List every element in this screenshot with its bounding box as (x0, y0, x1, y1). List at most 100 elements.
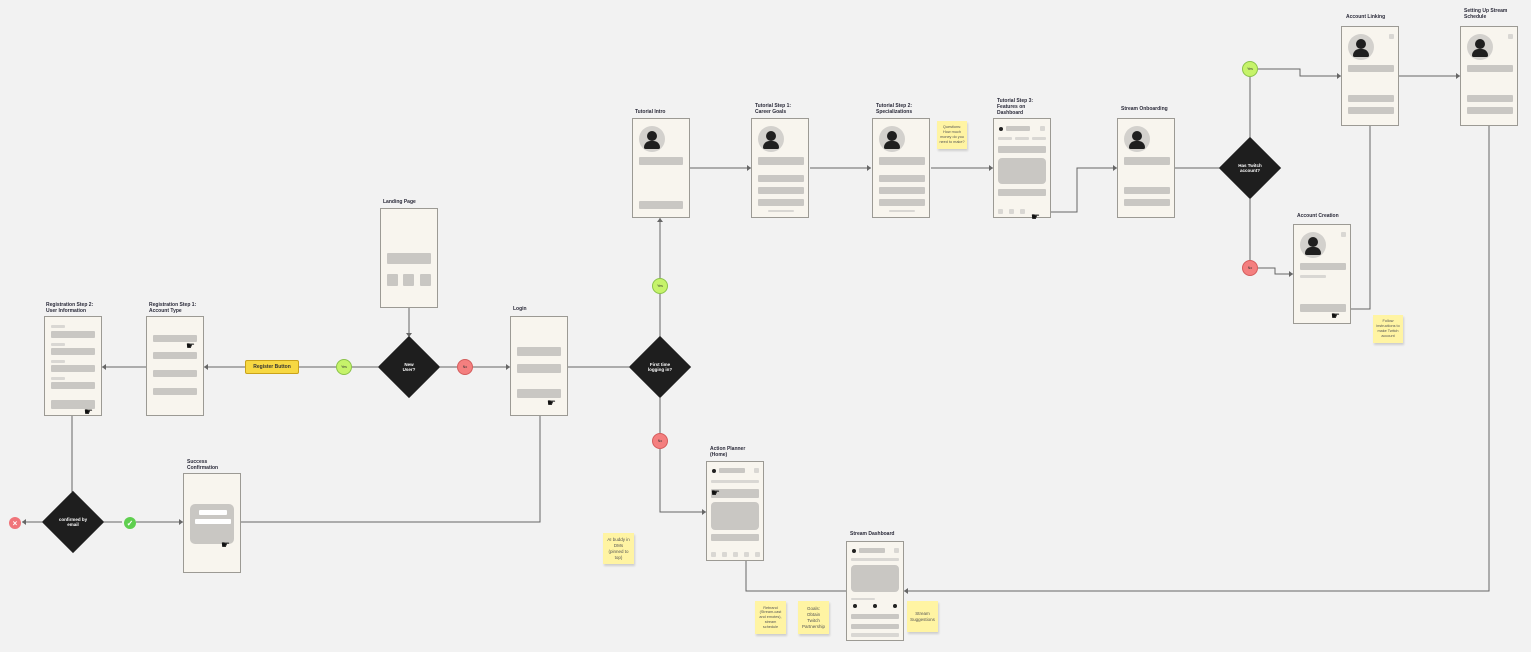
menu-icon (754, 468, 759, 473)
avatar-dot (873, 604, 877, 608)
pointer-hand-icon: ☛ (711, 488, 720, 499)
frame-title-account-creation: Account Creation (1297, 213, 1339, 219)
avatar-icon (1124, 126, 1150, 152)
card (998, 189, 1046, 196)
option (758, 175, 804, 182)
tutorial-step-1-frame[interactable] (751, 118, 809, 218)
yes-pill: Yes (1242, 61, 1258, 77)
option (1467, 95, 1513, 102)
option (879, 175, 925, 182)
decision-label: Has Twitch account? (1238, 162, 1262, 174)
frame-title-stream-onboarding: Stream Onboarding (1121, 106, 1168, 112)
avatar-icon (879, 126, 905, 152)
progress (768, 210, 794, 212)
frame-title-tutorial-step-2: Tutorial Step 2: Specializations (876, 103, 913, 115)
sticky-note-follow-instructions: Follow instructions to make Twitch accou… (1373, 315, 1403, 343)
text-line (851, 598, 875, 600)
option (758, 199, 804, 206)
pointer-hand-icon: ☛ (547, 398, 556, 409)
account-linking-frame[interactable] (1341, 26, 1399, 126)
decision-label: First time logging in? (647, 361, 673, 373)
card (711, 489, 759, 498)
sticky-note-questions: Questions: How much money do you need to… (937, 121, 967, 149)
avatar-dot (999, 127, 1003, 131)
avatar-icon (1300, 232, 1326, 258)
sticky-note-stream-suggestions: Stream Suggestions (907, 601, 938, 632)
action-planner-frame[interactable] (706, 461, 764, 561)
close-icon (1341, 232, 1346, 237)
close-icon (1389, 34, 1394, 39)
nav-icon (744, 552, 749, 557)
frame-title-registration-step-2: Registration Step 2: User Information (46, 302, 94, 314)
field-label (51, 325, 65, 328)
option-button (153, 335, 197, 342)
yes-pill: Yes (336, 359, 352, 375)
tutorial-step-3-frame[interactable] (993, 118, 1051, 218)
avatar-icon (1467, 34, 1493, 60)
avatar-icon (1348, 34, 1374, 60)
x-circle-icon: × (9, 517, 21, 529)
avatar-icon (639, 126, 665, 152)
stream-schedule-frame[interactable] (1460, 26, 1518, 126)
input-field (51, 382, 95, 389)
next-button (639, 201, 683, 209)
nav-icon (722, 552, 727, 557)
sticky-note-rebrand: Rebrand (Stream-cast and emotes), stream… (755, 601, 786, 634)
text-line (1300, 275, 1326, 278)
avatar-dot (893, 604, 897, 608)
text-block (1348, 65, 1394, 72)
login-frame[interactable] (510, 316, 568, 416)
register-button[interactable]: Register Button (245, 360, 299, 374)
field-label (51, 377, 65, 380)
nav-icon (733, 552, 738, 557)
success-confirmation-frame[interactable] (183, 473, 241, 573)
pointer-hand-icon: ☛ (221, 540, 230, 551)
text-block (1300, 263, 1346, 270)
yes-pill: Yes (652, 278, 668, 294)
frame-title-account-linking: Account Linking (1346, 14, 1386, 20)
tab (998, 137, 1012, 140)
username-field (517, 347, 561, 356)
frame-title-stream-dashboard: Stream Dashboard (850, 531, 895, 537)
header-bar (859, 548, 885, 553)
decision-confirmed-by-email: confirmed by email (41, 490, 105, 554)
nav-icon (1009, 209, 1014, 214)
option (879, 199, 925, 206)
frame-title-tutorial-step-3: Tutorial Step 3: Features on Dashboard (997, 98, 1034, 116)
create-button (1300, 304, 1346, 312)
check-circle-icon: ✓ (124, 517, 136, 529)
decision-label: confirmed by email (58, 516, 88, 528)
card (998, 146, 1046, 153)
landing-page-frame[interactable] (380, 208, 438, 308)
nav-icon (998, 209, 1003, 214)
tutorial-step-2-frame[interactable] (872, 118, 930, 218)
tutorial-intro-frame[interactable] (632, 118, 690, 218)
decision-label: New User? (402, 361, 416, 373)
card (711, 534, 759, 541)
registration-step-2-frame[interactable] (44, 316, 102, 416)
frame-title-tutorial-intro: Tutorial Intro (635, 109, 666, 115)
tab (1032, 137, 1046, 140)
submit-button (51, 400, 95, 409)
stream-preview (851, 565, 899, 592)
frame-title-landing-page: Landing Page (383, 199, 416, 205)
text-block (1467, 65, 1513, 72)
account-creation-frame[interactable] (1293, 224, 1351, 324)
no-pill: No (652, 433, 668, 449)
nav-icon (711, 552, 716, 557)
login-button (517, 389, 561, 398)
text-block (879, 157, 925, 165)
avatar-dot (712, 469, 716, 473)
stream-dashboard-frame[interactable] (846, 541, 904, 641)
text-block (639, 157, 683, 165)
header-bar (719, 468, 745, 473)
pointer-hand-icon: ☛ (186, 341, 195, 352)
frame-title-login: Login (513, 306, 527, 312)
tabs (711, 480, 759, 483)
pointer-hand-icon: ☛ (1331, 311, 1340, 322)
stream-onboarding-frame[interactable] (1117, 118, 1175, 218)
sticky-note-ai-buddy: AI buddy in DMs (pinned to top) (603, 533, 634, 564)
avatar-icon (758, 126, 784, 152)
registration-step-1-frame[interactable] (146, 316, 204, 416)
